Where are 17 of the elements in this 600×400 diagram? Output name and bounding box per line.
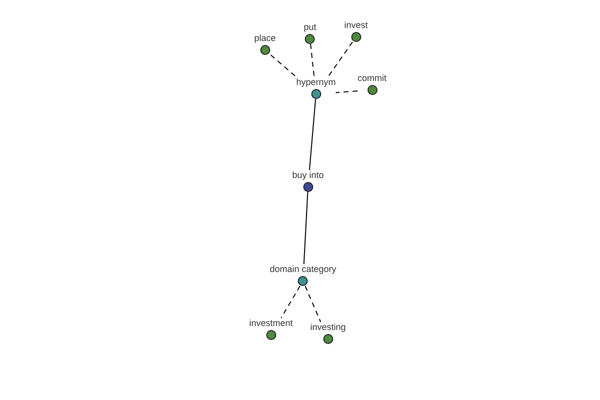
node-label: invest [344,20,368,31]
node-label: place [254,33,276,44]
connector-line [308,98,316,170]
node-label: investing [310,322,346,333]
node-label: commit [358,73,386,84]
connector-line [310,44,315,78]
node-label: hypernym [296,77,336,88]
node-label: put [304,22,316,33]
connector-line [304,286,322,322]
connector-line [270,54,297,78]
connector-line [327,42,353,78]
connector-line [303,192,308,264]
node-label: domain category [270,264,336,275]
connector-line [280,286,301,318]
connector-line [335,90,358,94]
node-label: investment [249,318,293,329]
node-label: buy into [292,170,324,181]
